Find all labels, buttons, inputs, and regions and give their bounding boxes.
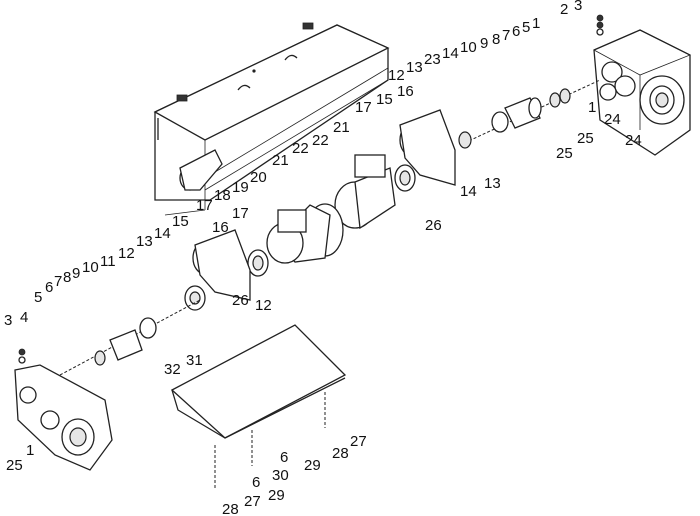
callout: 25 (556, 145, 573, 162)
callout: 12 (118, 245, 135, 262)
callout: 2 (560, 1, 568, 18)
right-gearbox (593, 14, 691, 156)
callout: 15 (172, 213, 189, 230)
top-cover-hood (153, 22, 390, 216)
callout: 5 (522, 19, 530, 36)
callout: 24 (604, 111, 621, 128)
callout: 3 (4, 312, 12, 329)
cover-hinge-left (176, 94, 188, 102)
callout: 1 (532, 15, 540, 32)
callout: 13 (136, 233, 153, 250)
callout: 9 (480, 35, 488, 52)
callout: 29 (268, 487, 285, 504)
motor-left (247, 203, 344, 277)
callout: 12 (255, 297, 272, 314)
callout: 10 (460, 39, 477, 56)
callout: 23 (424, 51, 441, 68)
cover-handle-2 (284, 54, 298, 61)
callout: 26 (425, 217, 442, 234)
callout: 6 (512, 23, 520, 40)
callout: 27 (244, 493, 261, 510)
callout: 25 (577, 130, 594, 147)
callout: 31 (186, 352, 203, 369)
right-shaft-assembly (458, 79, 601, 149)
callout: 22 (312, 132, 329, 149)
left-pump (184, 229, 251, 311)
callout: 3 (574, 0, 582, 14)
callout: 24 (625, 132, 642, 149)
motor-center (334, 154, 396, 230)
base-plate (170, 324, 347, 488)
cover-hinge-right (302, 22, 314, 30)
callout: 17 (355, 99, 372, 116)
callout: 10 (82, 259, 99, 276)
callout: 7 (54, 273, 62, 290)
callout: 14 (460, 183, 477, 200)
callout: 32 (164, 361, 181, 378)
callout: 16 (397, 83, 414, 100)
callout: 17 (196, 197, 213, 214)
callout: 29 (304, 457, 321, 474)
callout: 6 (280, 449, 288, 466)
callout: 26 (232, 292, 249, 309)
callout: 6 (45, 279, 53, 296)
callout: 20 (250, 169, 267, 186)
callout: 21 (272, 152, 289, 169)
callout: 14 (442, 45, 459, 62)
callout: 25 (6, 457, 23, 474)
callout: 1 (26, 442, 34, 459)
callout: 11 (100, 253, 116, 270)
callout: 28 (222, 501, 239, 516)
callout: 30 (272, 467, 289, 484)
right-pump (394, 109, 456, 192)
callout: 15 (376, 91, 393, 108)
callout: 19 (232, 179, 249, 196)
callout: 9 (72, 265, 80, 282)
callout: 5 (34, 289, 42, 306)
cover-handle-1 (237, 84, 251, 91)
callout: 7 (502, 27, 510, 44)
callout: 27 (350, 433, 367, 450)
left-shaft-assembly (59, 299, 201, 376)
callout: 1 (588, 99, 596, 116)
callout: 14 (154, 225, 171, 242)
callout: 12 (388, 67, 405, 84)
callout-labels: 1 2 3 5 6 7 8 9 10 14 23 13 12 24 25 1 2… (4, 0, 642, 516)
callout: 18 (214, 187, 231, 204)
callout: 4 (20, 309, 28, 326)
callout: 13 (484, 175, 501, 192)
callout: 8 (63, 269, 71, 286)
left-coupling-sleeve (109, 329, 143, 361)
callout: 17 (232, 205, 249, 222)
nut (596, 14, 604, 22)
callout: 8 (492, 31, 500, 48)
left-gearbox (14, 348, 113, 471)
callout: 21 (333, 119, 350, 136)
callout: 22 (292, 140, 309, 157)
callout: 28 (332, 445, 349, 462)
callout: 6 (252, 474, 260, 491)
callout: 16 (212, 219, 229, 236)
callout: 13 (406, 59, 423, 76)
